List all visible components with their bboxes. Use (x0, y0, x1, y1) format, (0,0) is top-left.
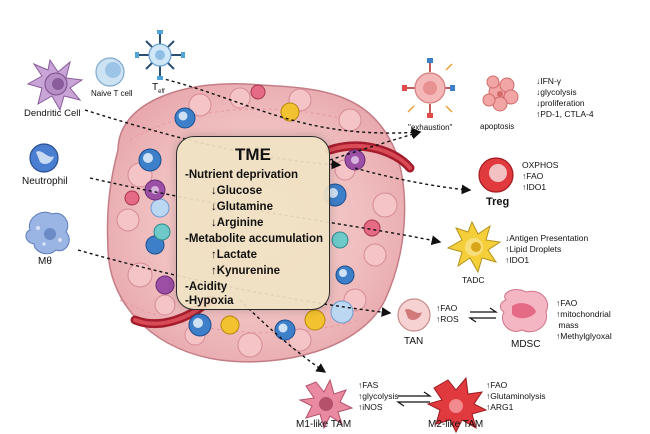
effector-t-cell-icon (135, 30, 185, 80)
tme-line: -Hypoxia (185, 295, 234, 307)
m1-tam-label: M1-like TAM (296, 419, 352, 430)
mdsc-effects: ↑FAO ↑mitochondrial mass ↑Methylglyoxal (556, 298, 612, 342)
effect-item: ↓proliferation (536, 98, 585, 108)
equilibrium-arrows-tan-mdsc (468, 307, 498, 323)
effect-item: ↑ROS (436, 314, 459, 324)
effect-item: mass (556, 320, 579, 330)
macrophage-label: Mθ (38, 256, 52, 267)
teff-effects: ↓IFN-γ ↓glycolysis ↓proliferation ↑PD-1,… (536, 76, 594, 120)
effect-item: ↑FAO (522, 171, 544, 181)
treg-icon (478, 157, 514, 193)
tme-title: TME (235, 145, 271, 164)
effect-item: ↑Lipid Droplets (505, 244, 562, 254)
tan-effects: ↑FAO ↑ROS (436, 303, 459, 325)
effect-item: ↑FAO (556, 298, 578, 308)
teff-label: Teff (152, 82, 165, 95)
tme-line: -Acidity (185, 281, 228, 293)
exhausted-t-cell-icon (402, 58, 455, 118)
effect-item: ↑ARG1 (486, 402, 514, 412)
tme-line: -Nutrient deprivation (185, 169, 299, 181)
mdsc-label: MDSC (511, 339, 541, 350)
treg-effects: OXPHOS ↑FAO ↑IDO1 (522, 160, 558, 193)
effect-item: ↑PD-1, CTLA-4 (536, 109, 594, 119)
treg-label: Treg (486, 196, 510, 208)
mdsc-icon (499, 289, 548, 333)
effect-item: OXPHOS (522, 160, 559, 170)
apoptosis-icon (482, 75, 519, 112)
m2-effects: ↑FAO ↑Glutaminolysis ↑ARG1 (486, 380, 546, 413)
effect-item: ↑Methylglyoxal (556, 331, 612, 341)
tan-icon (397, 298, 431, 332)
effect-item: ↑IDO1 (505, 255, 530, 265)
tme-line: -Metabolite accumulation (185, 233, 324, 245)
dendritic-cell-label: Dendritic Cell (24, 108, 81, 119)
tadc-effects: ↓Antigen Presentation ↑Lipid Droplets ↑I… (505, 233, 588, 266)
tadc-label: TADC (462, 275, 485, 285)
naive-t-cell-icon (95, 57, 125, 87)
tme-line: ↑Lactate (211, 249, 258, 261)
apoptosis-label: apoptosis (480, 122, 515, 131)
tan-label: TAN (404, 336, 424, 347)
naive-t-cell-label: Naive T cell (91, 89, 133, 98)
tadc-icon (446, 220, 502, 274)
tme-line: ↓Glucose (211, 185, 263, 197)
effect-item: ↑FAO (486, 380, 508, 390)
dendritic-cell-icon (26, 58, 84, 112)
m1-effects: ↑FAS ↑glycolysis ↑iNOS (358, 380, 399, 413)
tme-line: ↓Arginine (211, 217, 264, 229)
effect-item: ↑FAS (358, 380, 379, 390)
effect-item: ↑glycolysis (358, 391, 399, 401)
effect-item: ↓glycolysis (536, 87, 577, 97)
tme-line: ↑Kynurenine (211, 265, 281, 277)
neutrophil-icon (29, 143, 59, 173)
equilibrium-arrows-m1-m2 (396, 391, 432, 407)
effect-item: ↑mitochondrial (556, 309, 611, 319)
effect-item: ↑FAO (436, 303, 458, 313)
effect-item: ↓IFN-γ (536, 76, 562, 86)
m1-tam-icon (298, 378, 354, 430)
m2-tam-label: M2-like TAM (428, 419, 484, 430)
tme-line: ↓Glutamine (211, 201, 273, 213)
effect-item: ↑iNOS (358, 402, 383, 412)
m2-tam-icon (426, 376, 488, 434)
effect-item: ↓Antigen Presentation (505, 233, 589, 243)
tme-box: TME -Nutrient deprivation ↓Glucose ↓Glut… (176, 136, 330, 310)
effect-item: ↑IDO1 (522, 182, 547, 192)
neutrophil-label: Neutrophil (22, 176, 68, 187)
exhaustion-label: "exhaustion" (408, 123, 453, 132)
macrophage-icon (25, 211, 70, 255)
effect-item: ↑Glutaminolysis (486, 391, 546, 401)
